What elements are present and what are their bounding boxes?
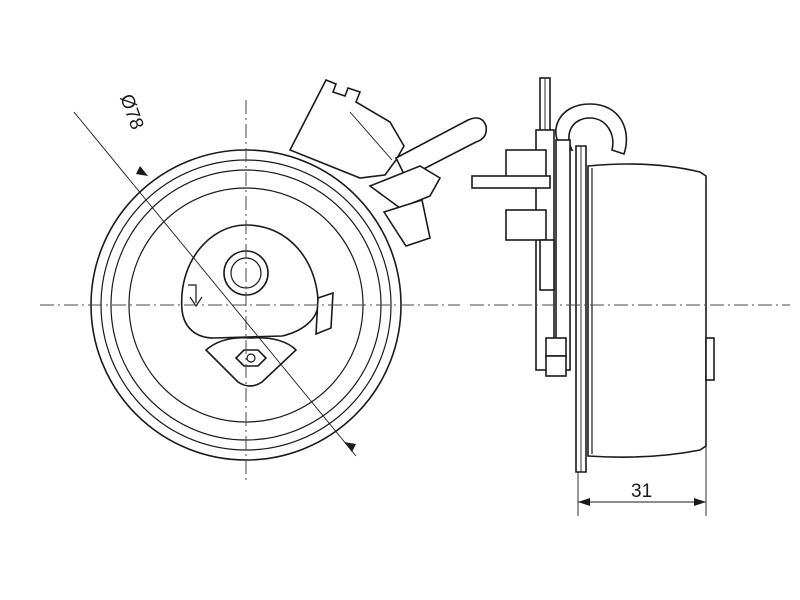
hex-bolt-head (234, 349, 268, 367)
side-view: 31 (470, 77, 790, 516)
pointer-notch (315, 291, 334, 336)
width-label: 31 (631, 481, 652, 502)
front-view: Ø78 (40, 78, 488, 480)
rotation-arrow-icon (188, 284, 203, 308)
tensioner-arm (288, 78, 488, 247)
side-hub-stub (705, 337, 715, 381)
diameter-label: Ø78 (115, 92, 147, 133)
bracket-plate (471, 77, 571, 377)
pulley-body (587, 163, 707, 458)
width-dimension: 31 (577, 446, 707, 516)
tensioner-loop (555, 103, 628, 156)
